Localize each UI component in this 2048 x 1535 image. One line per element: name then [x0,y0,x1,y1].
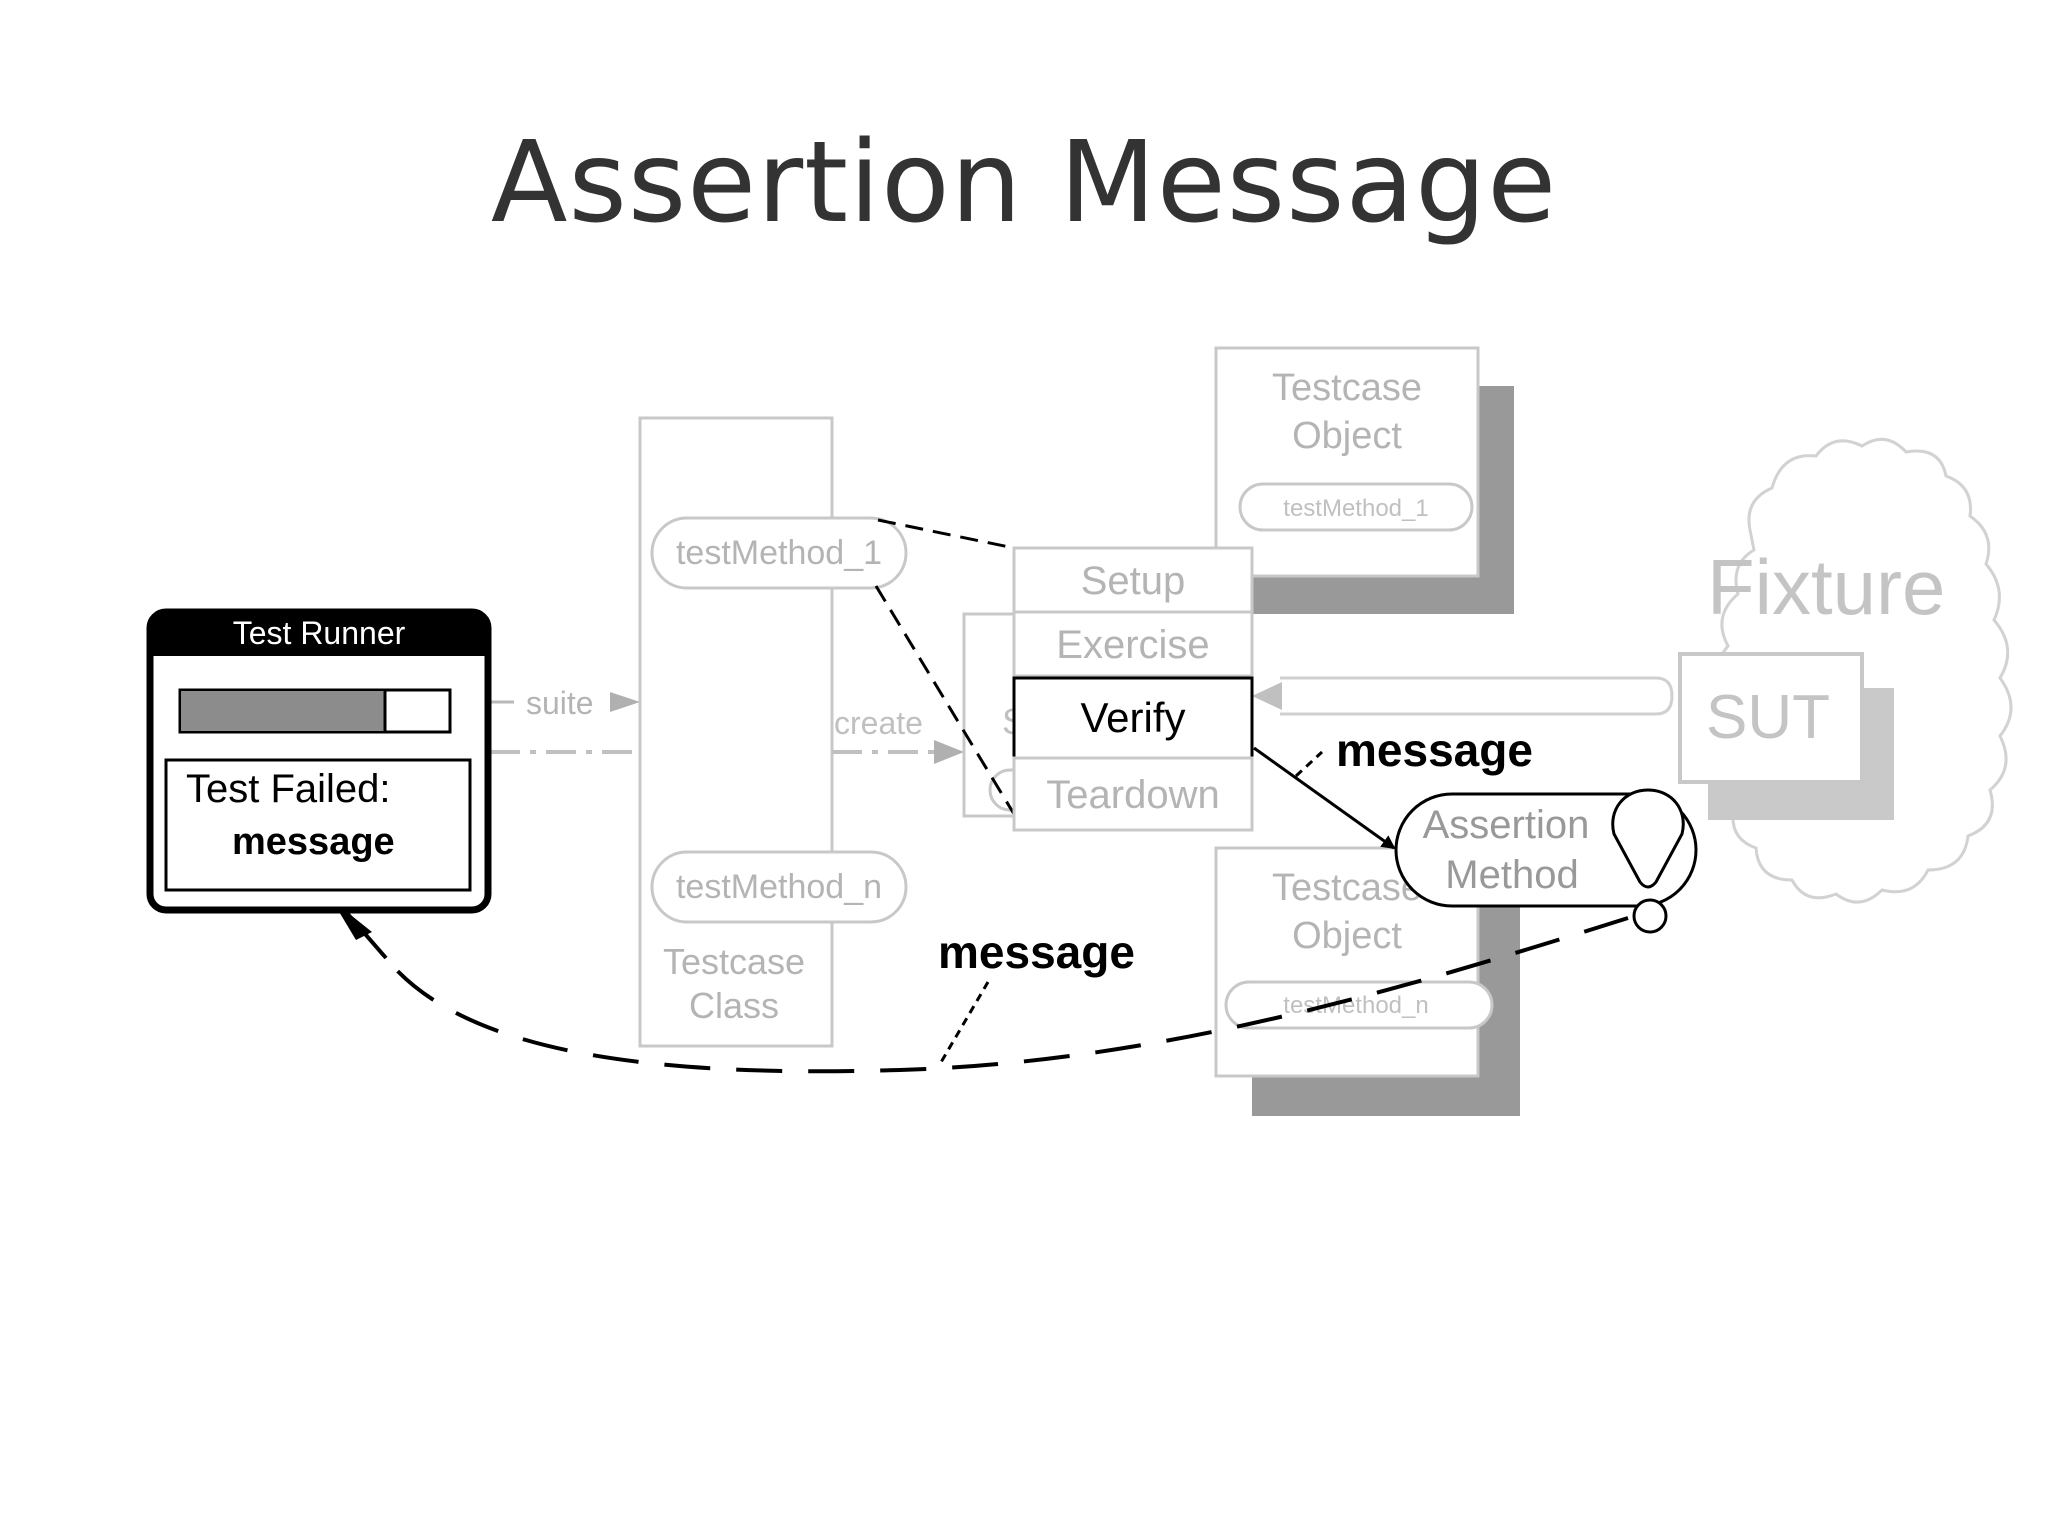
testcase-object-top-method-pill [1238,482,1474,532]
test-runner-failed-message: message [232,821,395,863]
testcase-class-label-1: Testcase [663,941,805,982]
test-runner-title: Test Runner [233,615,406,651]
message-lower-label: message [938,926,1135,978]
assertion-method-label-2: Method [1445,853,1578,897]
phase-teardown-box [1012,756,1254,832]
testcase-class-method-n-pill [650,850,908,924]
suite-arrow: suite [490,685,640,721]
test-runner-failed-label: Test Failed: [186,767,391,811]
fixture-cloud: Fixture [1707,437,2013,904]
testcase-class-method-n: testMethod_n [676,868,882,906]
assertion-method-label-1: Assertion [1423,803,1590,847]
testcase-object-top-label-2: Object [1292,415,1402,457]
create-arrow-label: create [834,705,923,741]
phase-exercise-box [1012,610,1254,678]
message-return-arrow-shaft [344,910,388,960]
test-runner-progress-fill [181,691,385,731]
testcase-class-method-1-pill [650,516,908,590]
sut-return-arrow-body [1280,676,1674,716]
exclamation-dot-icon [1632,898,1668,934]
slide-title: Assertion Message [490,118,1558,248]
phases-stack: Setup Exercise Verify Teardown [1012,546,1254,832]
testcase-object-bottom-method: testMethod_n [1283,992,1428,1019]
verify-to-assertion-arrow [1253,746,1396,850]
fixture-label: Fixture [1707,543,1945,631]
testcase-object-top-label-1: Testcase [1272,367,1422,409]
suite-arrow-label: suite [526,685,594,721]
test-runner-message-box [164,758,472,892]
sut-label: SUT [1706,683,1830,752]
phase-verify-label: Verify [1080,694,1185,741]
testcase-object-bottom-method-pill [1224,980,1494,1030]
message-upper-leader [1294,750,1324,778]
phase-setup-label: Setup [1081,559,1186,603]
create-arrow-head [934,740,964,764]
assertion-method: Assertion Method [1394,788,1698,934]
testcase-object-top-method: testMethod_1 [1283,495,1428,522]
testcase-object-bottom: Testcase Object testMethod_n [1214,846,1520,1116]
phase-verify-box [1012,676,1254,760]
method-to-phases-top [877,518,1015,550]
sut-return-arrow [1252,676,1674,716]
testcase-class-label-2: Class [689,985,779,1026]
phase-exercise-label: Exercise [1056,623,1209,667]
message-return-curve [384,916,1629,1074]
sut-box [1678,652,1864,784]
sut-return-arrow-tip [1252,682,1282,710]
message-upper-label: message [1336,724,1533,776]
testcase-object-top: Testcase Object testMethod_1 [1214,346,1514,614]
create-arrow: create [490,705,964,764]
testcase-class-method-1: testMethod_1 [676,534,882,572]
test-runner-window: Test Runner Test Failed: message [146,608,492,914]
testcase-object-bottom-label-1: Testcase [1272,867,1422,909]
method-to-phases-bottom [874,585,1016,815]
phase-teardown-label: Teardown [1046,773,1219,817]
message-lower-leader [938,981,990,1065]
testcase-object-top-box [1214,346,1480,578]
testcase-class: testMethod_1 testMethod_n Testcase Class [638,416,908,1048]
sut-component: SUT [1678,652,1894,820]
testcase-object-bottom-label-2: Object [1292,915,1402,957]
suite-arrow-head [610,692,640,712]
test-runner-title-bar [150,612,488,656]
phase-setup-box [1012,546,1254,614]
exclamation-icon [1611,788,1685,889]
